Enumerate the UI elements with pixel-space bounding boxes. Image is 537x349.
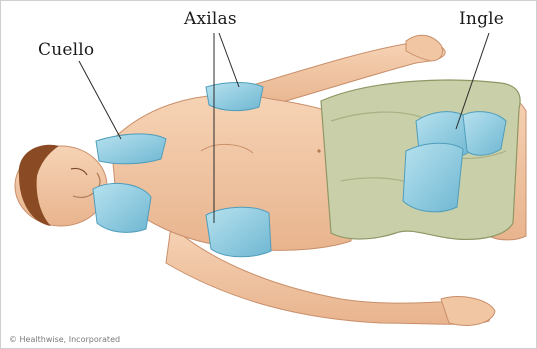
groin-ice-pack-right (463, 112, 506, 156)
neck-leader-line (79, 61, 121, 139)
left-hand (441, 297, 495, 326)
groin-label: Ingle (459, 9, 504, 29)
neck-ice-pack-lower (93, 183, 151, 232)
armpit-leader-line-2 (219, 33, 239, 87)
armpit-ice-pack-upper (206, 83, 263, 111)
armpits-label: Axilas (184, 9, 237, 29)
neck-label: Cuello (38, 40, 94, 60)
neck-ice-pack (96, 134, 166, 164)
armpit-ice-pack-lower (206, 207, 271, 257)
groin-ice-pack-bottom (403, 143, 463, 212)
copyright-credit: © Healthwise, Incorporated (9, 335, 120, 344)
